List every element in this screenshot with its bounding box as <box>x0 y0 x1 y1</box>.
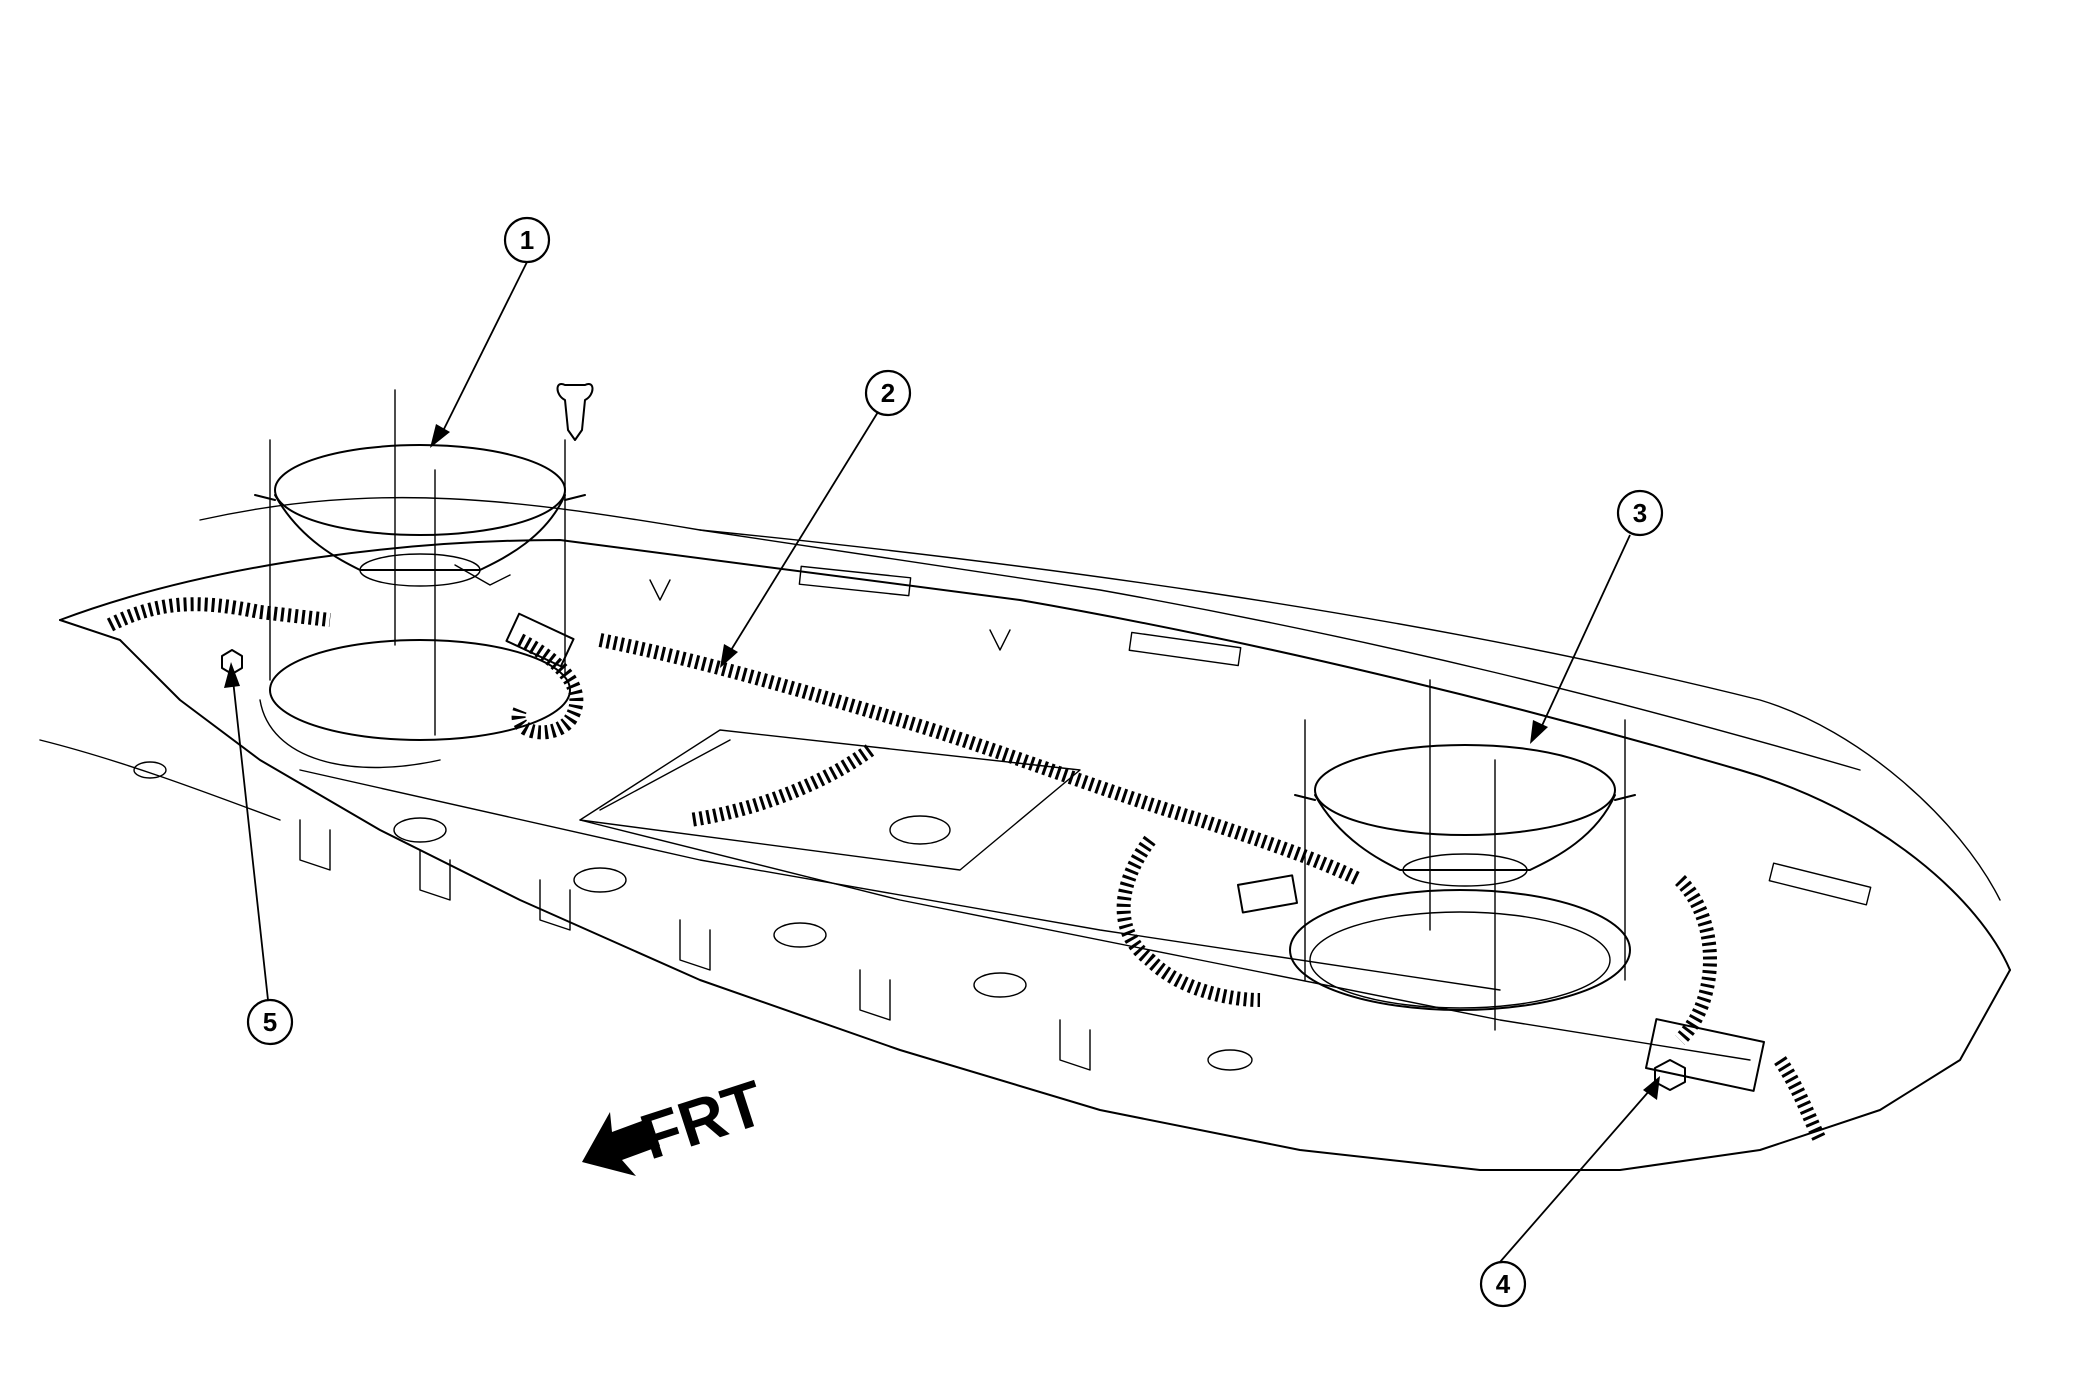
callout-3: 3 <box>1616 489 1664 537</box>
callout-5: 5 <box>246 998 294 1046</box>
nut-5 <box>221 649 243 675</box>
callout-4-label: 4 <box>1496 1269 1511 1299</box>
harness-connectors <box>505 612 1765 1092</box>
leader-lines <box>224 261 1660 1263</box>
tray-holes <box>133 761 1253 1071</box>
front-edge-tabs <box>299 819 1091 1071</box>
right-speaker-opening <box>1289 889 1631 1011</box>
package-tray <box>39 496 2011 1171</box>
alignment-lines <box>269 389 1626 1031</box>
front-direction-label: FRT <box>632 1066 773 1173</box>
callout-4: 4 <box>1479 1260 1527 1308</box>
callout-1: 1 <box>503 216 551 264</box>
front-arrow-icon <box>582 1112 660 1176</box>
callout-3-label: 3 <box>1633 498 1647 528</box>
callout-1-label: 1 <box>520 225 534 255</box>
front-direction-indicator: FRT <box>582 1066 773 1176</box>
left-speaker <box>254 444 586 587</box>
right-speaker <box>1294 744 1636 887</box>
callout-5-label: 5 <box>263 1007 277 1037</box>
push-pin-fastener <box>556 383 594 441</box>
callout-2: 2 <box>864 369 912 417</box>
left-speaker-opening <box>259 639 571 769</box>
wiring-harness <box>106 597 1827 1144</box>
callout-2-label: 2 <box>881 378 895 408</box>
